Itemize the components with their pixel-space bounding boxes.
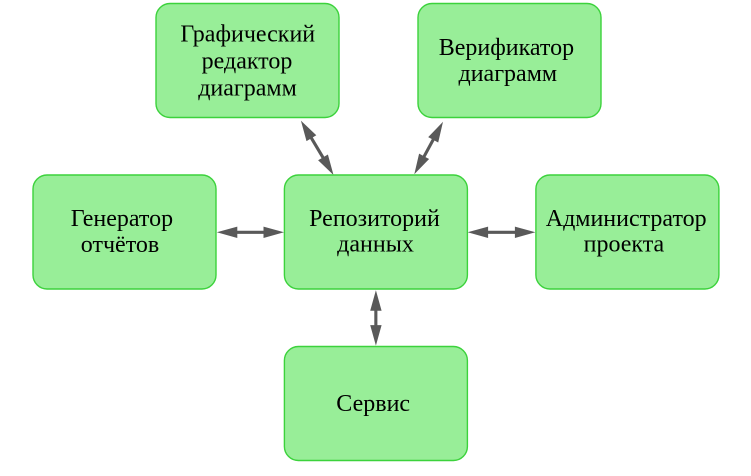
svg-text:Администратор: Администратор xyxy=(546,206,707,232)
svg-text:Верификатор: Верификатор xyxy=(439,35,574,61)
svg-text:Графический: Графический xyxy=(180,22,315,48)
svg-text:Генератор: Генератор xyxy=(71,206,173,232)
svg-text:проекта: проекта xyxy=(584,232,665,258)
svg-text:диаграмм: диаграмм xyxy=(198,75,297,101)
svg-text:Сервис: Сервис xyxy=(336,391,410,417)
svg-text:диаграмм: диаграмм xyxy=(459,61,558,87)
svg-text:данных: данных xyxy=(337,232,414,258)
svg-text:редактор: редактор xyxy=(202,49,293,75)
svg-text:Репозиторий: Репозиторий xyxy=(309,206,440,232)
svg-text:отчётов: отчётов xyxy=(81,232,159,258)
